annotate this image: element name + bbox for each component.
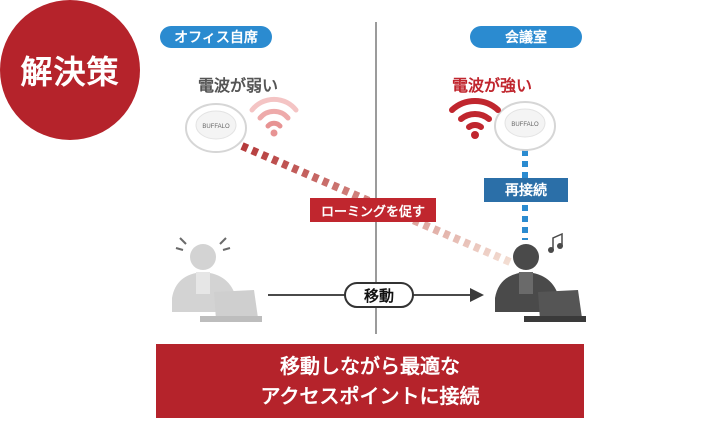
solution-badge: 解決策: [0, 0, 140, 140]
reconnect-label: 再接続: [484, 178, 568, 202]
wifi-weak-icon: [249, 96, 299, 137]
access-point-icon: BUFFALO: [494, 101, 556, 151]
person-laptop-icon: [172, 237, 262, 322]
access-point-brand: BUFFALO: [511, 122, 539, 128]
move-label: 移動: [344, 282, 414, 308]
roaming-label: ローミングを促す: [310, 198, 436, 222]
person-laptop-icon: [495, 244, 586, 322]
music-note-icon: [548, 232, 563, 253]
banner-line-1: 移動しながら最適な: [280, 354, 460, 378]
access-point-icon: BUFFALO: [185, 103, 247, 153]
divider-line: [375, 22, 377, 334]
banner-line-2: アクセスポイントに接続: [260, 384, 480, 408]
location-meeting-room-label: 会議室: [470, 26, 582, 48]
access-point-brand: BUFFALO: [202, 124, 230, 130]
strong-signal-label: 電波が強い: [452, 76, 533, 95]
summary-banner: 移動しながら最適な アクセスポイントに接続: [156, 344, 584, 418]
weak-signal-label: 電波が弱い: [198, 76, 279, 95]
wifi-strong-icon: [449, 98, 501, 139]
location-office-label: オフィス自席: [160, 26, 272, 48]
solution-badge-label: 解決策: [20, 53, 120, 91]
